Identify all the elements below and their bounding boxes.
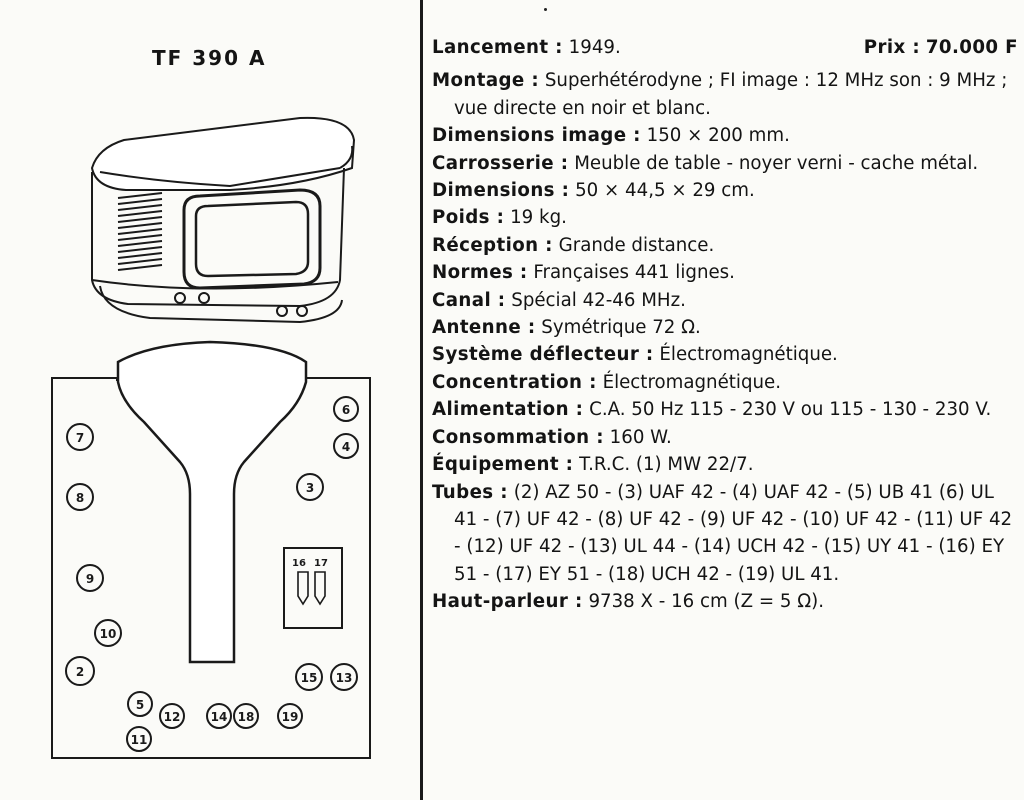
tube-position-19: 19 [277, 703, 303, 729]
column-divider [420, 0, 423, 800]
tube-position-5: 5 [127, 691, 153, 717]
spec-equipement: Équipement : T.R.C. (1) MW 22/7. [432, 454, 754, 476]
tube-position-13: 13 [330, 663, 358, 691]
spec-deflecteur: Système déflecteur : Électromagnétique. [432, 344, 838, 366]
spec-value: 1949. [568, 37, 621, 58]
tube-label-17: 17 [314, 558, 328, 569]
spec-carrosserie: Carrosserie : Meuble de table - noyer ve… [432, 152, 979, 174]
spec-concentration: Concentration : Électromagnétique. [432, 371, 781, 393]
svg-text:14: 14 [211, 710, 228, 724]
tube-position-6: 6 [333, 396, 359, 422]
svg-text:5: 5 [136, 698, 144, 712]
print-speck [544, 8, 547, 11]
tube-position-7: 7 [66, 423, 94, 451]
svg-text:15: 15 [301, 671, 318, 685]
tube-position-2: 2 [65, 656, 95, 686]
svg-text:6: 6 [342, 403, 350, 417]
svg-text:13: 13 [336, 671, 353, 685]
tube-position-10: 10 [94, 619, 122, 647]
spec-normes: Normes : Françaises 441 lignes. [432, 262, 735, 284]
chassis-layout-diagram [51, 340, 371, 759]
tube-position-12: 12 [159, 703, 185, 729]
spec-poids: Poids : 19 kg. [432, 207, 567, 229]
television-set-drawing [90, 116, 356, 324]
tube-position-4: 4 [333, 433, 359, 459]
svg-text:11: 11 [131, 733, 148, 747]
spec-haut-parleur: Haut-parleur : 9738 X - 16 cm (Z = 5 Ω). [432, 591, 824, 613]
spec-antenne: Antenne : Symétrique 72 Ω. [432, 317, 701, 339]
svg-text:19: 19 [282, 710, 299, 724]
spec-canal: Canal : Spécial 42-46 MHz. [432, 289, 686, 311]
svg-text:18: 18 [238, 710, 255, 724]
tv-illustration: 7 8 9 10 2 5 12 11 14 18 19 15 13 3 6 4 … [51, 116, 371, 759]
tube-position-9: 9 [76, 564, 104, 592]
spec-value: 70.000 F [925, 37, 1018, 58]
ey51-compartment [283, 547, 343, 629]
svg-text:8: 8 [76, 491, 84, 505]
spec-dimensions: Dimensions : 50 × 44,5 × 29 cm. [432, 180, 755, 202]
svg-text:2: 2 [76, 665, 84, 679]
svg-text:10: 10 [100, 627, 117, 641]
svg-text:9: 9 [86, 572, 94, 586]
svg-text:12: 12 [164, 710, 181, 724]
tube-position-3: 3 [296, 473, 324, 501]
spec-reception: Réception : Grande distance. [432, 234, 715, 256]
spec-consommation: Consommation : 160 W. [432, 426, 672, 448]
model-title: TF 390 A [152, 46, 267, 70]
tube-position-15: 15 [295, 663, 323, 691]
spec-alimentation: Alimentation : C.A. 50 Hz 115 - 230 V ou… [432, 399, 992, 421]
svg-text:7: 7 [76, 431, 84, 445]
spec-montage: Montage : Superhétérodyne ; FI image : 1… [432, 70, 1008, 119]
tube-label-16: 16 [292, 558, 306, 569]
tube-position-14: 14 [206, 703, 232, 729]
spec-tubes: Tubes : (2) AZ 50 - (3) UAF 42 - (4) UAF… [432, 481, 1013, 585]
tube-position-8: 8 [66, 483, 94, 511]
spec-label: Prix : [863, 37, 921, 58]
spec-dimensions-image: Dimensions image : 150 × 200 mm. [432, 125, 790, 147]
tube-position-18: 18 [233, 703, 259, 729]
svg-text:4: 4 [342, 440, 350, 454]
spec-label: Lancement : [432, 37, 563, 58]
spec-launch-row: Lancement : 1949. Prix : 70.000 F [432, 34, 1018, 61]
svg-text:3: 3 [306, 481, 314, 495]
spec-sheet: Lancement : 1949. Prix : 70.000 F Montag… [432, 34, 1018, 616]
tube-position-11: 11 [126, 726, 152, 752]
